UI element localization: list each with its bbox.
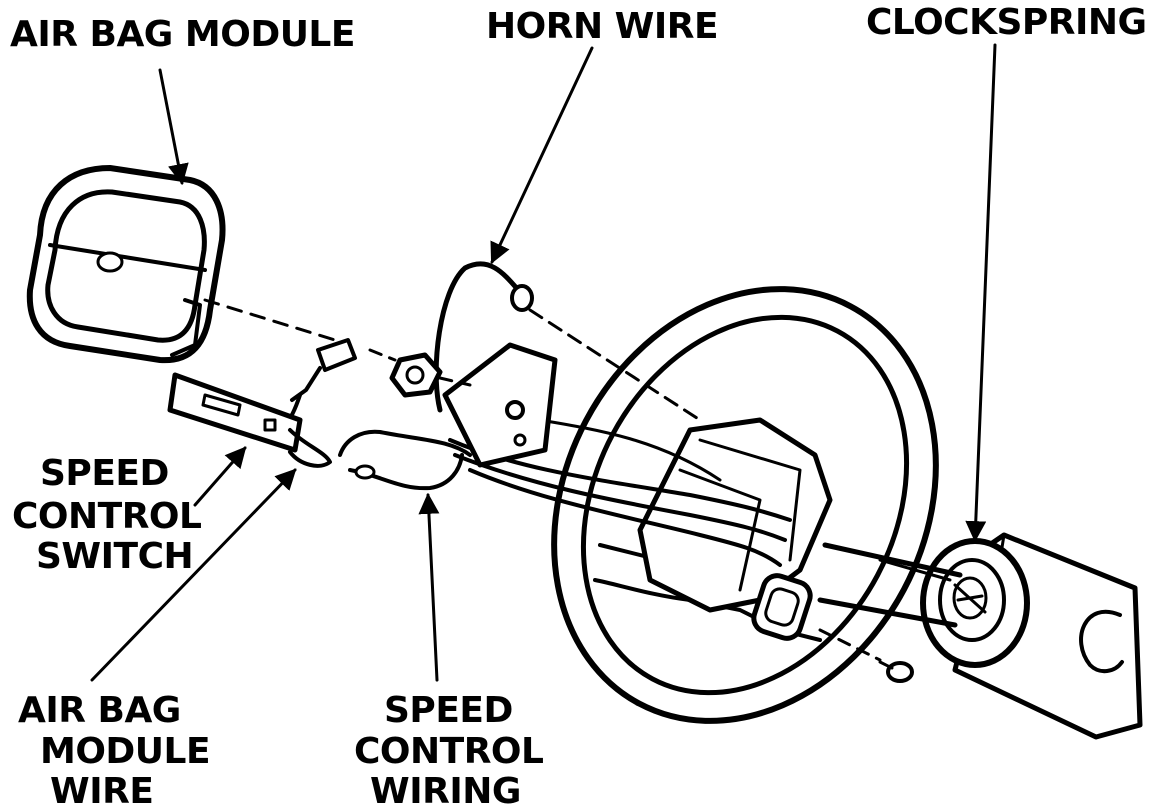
label-speed-control-switch-line-1: SPEED (40, 453, 169, 494)
callout-speed-control-switch: SPEED CONTROL SWITCH (12, 453, 202, 577)
callout-horn-wire: HORN WIRE (486, 6, 719, 47)
air-bag-module-part (26, 165, 337, 364)
callout-air-bag-module: AIR BAG MODULE (10, 14, 355, 55)
label-speed-control-switch-line-2: CONTROL (12, 496, 201, 537)
speed-control-switch-part (167, 372, 332, 468)
speed-control-wiring-part (338, 429, 472, 491)
mounting-screw (818, 628, 914, 683)
label-speed-control-switch-line-3: SWITCH (36, 536, 193, 577)
steering-wheel (551, 286, 963, 724)
leader-arrows (90, 43, 997, 682)
label-clockspring-line-1: CLOCKSPRING (866, 2, 1147, 43)
callout-air-bag-module-wire: AIR BAG MODULE WIRE (18, 690, 211, 810)
clockspring-part (920, 538, 1030, 668)
label-air-bag-module-line-1: AIR BAG MODULE (10, 14, 355, 55)
label-air-bag-module-wire-line-1: AIR BAG (18, 690, 181, 731)
callout-speed-control-wiring: SPEED CONTROL WIRING (354, 690, 544, 810)
label-speed-control-wiring-line-3: WIRING (370, 771, 521, 810)
label-air-bag-module-wire-line-3: WIRE (50, 771, 153, 810)
horn-wire-part (433, 261, 702, 468)
label-speed-control-wiring-line-2: CONTROL (354, 731, 543, 772)
label-air-bag-module-wire-line-2: MODULE (40, 731, 210, 772)
callout-clockspring: CLOCKSPRING (866, 2, 1147, 43)
label-horn-wire-line-1: HORN WIRE (486, 6, 718, 47)
air-bag-module-wire-part (283, 338, 357, 427)
retaining-nut (368, 348, 472, 398)
label-speed-control-wiring-line-1: SPEED (384, 690, 513, 731)
